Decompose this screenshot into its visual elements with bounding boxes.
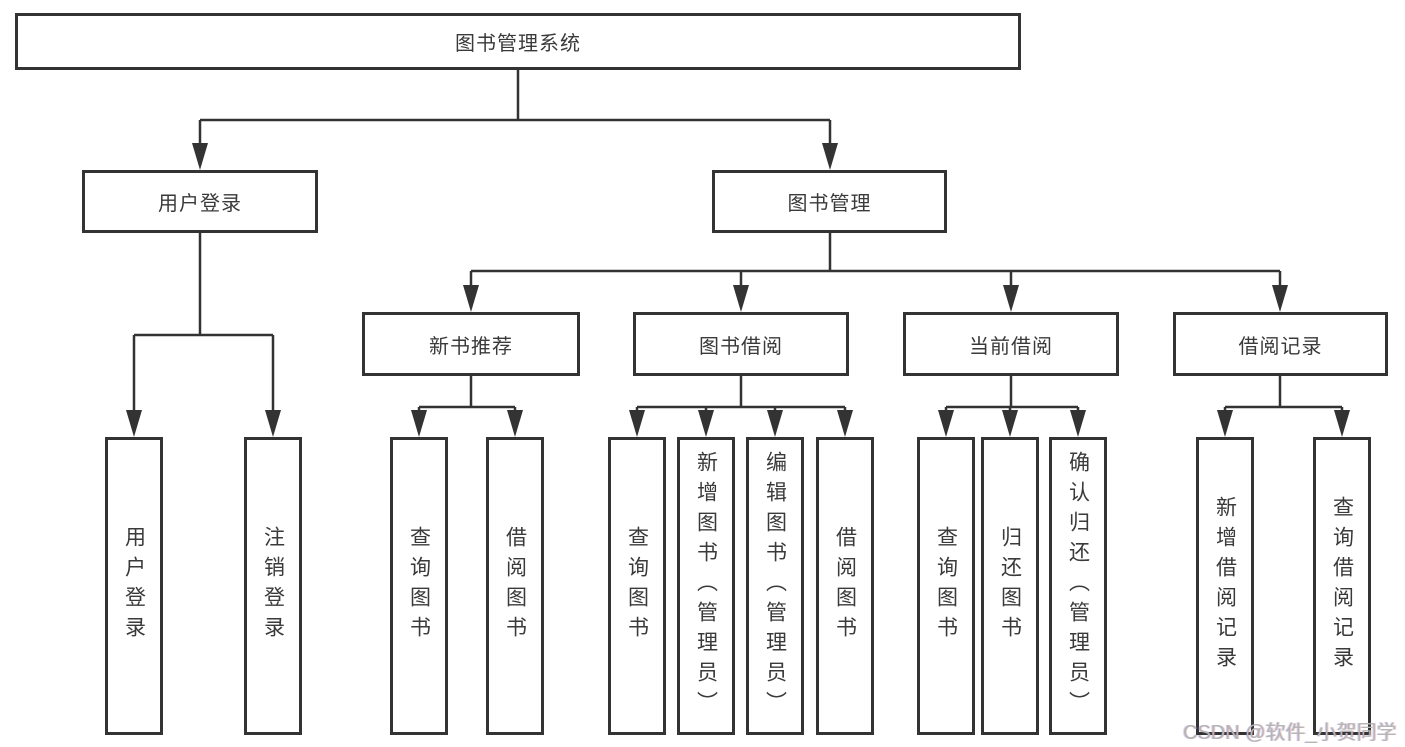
leaf-query-borrow-record-label: 查询借阅记录 xyxy=(1330,496,1354,676)
node-current-borrowing: 当前借阅 xyxy=(903,312,1119,376)
leaf-query-books-newbooks: 查询图书 xyxy=(390,437,448,735)
leaf-query-books-borrowing: 查询图书 xyxy=(608,437,666,735)
node-book-borrowing-label: 图书借阅 xyxy=(699,335,783,358)
leaf-borrow-books-borrowing-label: 借阅图书 xyxy=(833,526,857,646)
leaf-borrow-books-newbooks: 借阅图书 xyxy=(486,437,544,735)
leaf-query-books-newbooks-label: 查询图书 xyxy=(407,526,431,646)
csdn-watermark: CSDN @软件_小贺同学 xyxy=(1183,722,1397,744)
leaf-borrow-books-borrowing: 借阅图书 xyxy=(816,437,874,735)
leaf-logout: 注销登录 xyxy=(244,437,302,735)
leaf-confirm-return-admin-label: 确认归还（管理员） xyxy=(1066,451,1090,721)
node-root-system: 图书管理系统 xyxy=(15,13,1021,70)
node-borrowing-records-label: 借阅记录 xyxy=(1238,335,1323,358)
leaf-confirm-return-admin: 确认归还（管理员） xyxy=(1049,437,1107,735)
leaf-logout-label: 注销登录 xyxy=(261,526,285,646)
leaf-query-borrow-record: 查询借阅记录 xyxy=(1313,437,1371,735)
node-book-management: 图书管理 xyxy=(712,170,947,233)
leaf-add-book-admin-label: 新增图书（管理员） xyxy=(694,451,718,721)
leaf-return-book-label: 归还图书 xyxy=(998,526,1022,646)
node-book-borrowing: 图书借阅 xyxy=(633,312,849,376)
node-current-borrowing-label: 当前借阅 xyxy=(969,335,1053,358)
leaf-user-login: 用户登录 xyxy=(105,437,163,735)
leaf-edit-book-admin-label: 编辑图书（管理员） xyxy=(763,451,787,721)
leaf-query-books-current-label: 查询图书 xyxy=(934,526,958,646)
leaf-return-book: 归还图书 xyxy=(981,437,1039,735)
leaf-query-books-borrowing-label: 查询图书 xyxy=(625,526,649,646)
node-user-login-label: 用户登录 xyxy=(158,193,242,215)
node-root-label: 图书管理系统 xyxy=(455,33,581,55)
arrowheads xyxy=(126,143,1350,437)
leaf-query-books-current: 查询图书 xyxy=(917,437,975,735)
node-user-login: 用户登录 xyxy=(82,170,318,233)
leaf-user-login-label: 用户登录 xyxy=(122,526,146,646)
leaf-borrow-books-newbooks-label: 借阅图书 xyxy=(503,526,527,646)
leaf-add-book-admin: 新增图书（管理员） xyxy=(677,437,735,735)
node-book-management-label: 图书管理 xyxy=(787,193,872,215)
node-new-book-recommend: 新书推荐 xyxy=(362,312,580,376)
node-new-book-recommend-label: 新书推荐 xyxy=(429,335,513,358)
leaf-add-borrow-record-label: 新增借阅记录 xyxy=(1213,496,1237,676)
node-borrowing-records: 借阅记录 xyxy=(1173,312,1388,376)
leaf-edit-book-admin: 编辑图书（管理员） xyxy=(746,437,804,735)
leaf-add-borrow-record: 新增借阅记录 xyxy=(1196,437,1254,735)
